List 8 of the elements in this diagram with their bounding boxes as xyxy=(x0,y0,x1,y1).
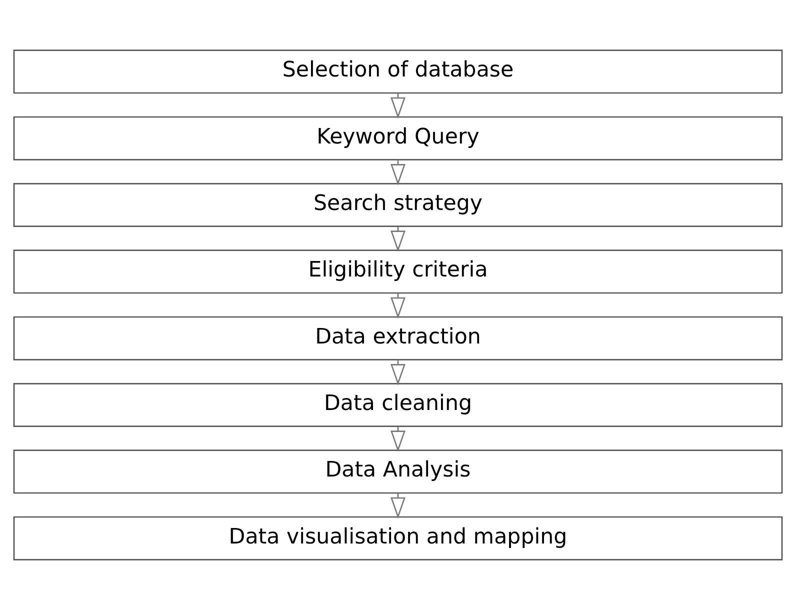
node-box: Data Analysis xyxy=(13,450,783,494)
node-box: Data extraction xyxy=(13,316,783,360)
node-box: Search strategy xyxy=(13,183,783,227)
node-box: Data visualisation and mapping xyxy=(13,516,783,560)
node-box: Data cleaning xyxy=(13,383,783,427)
node-box: Eligibility criteria xyxy=(13,250,783,294)
node-box: Selection of database xyxy=(13,50,783,94)
node-box: Keyword Query xyxy=(13,116,783,160)
